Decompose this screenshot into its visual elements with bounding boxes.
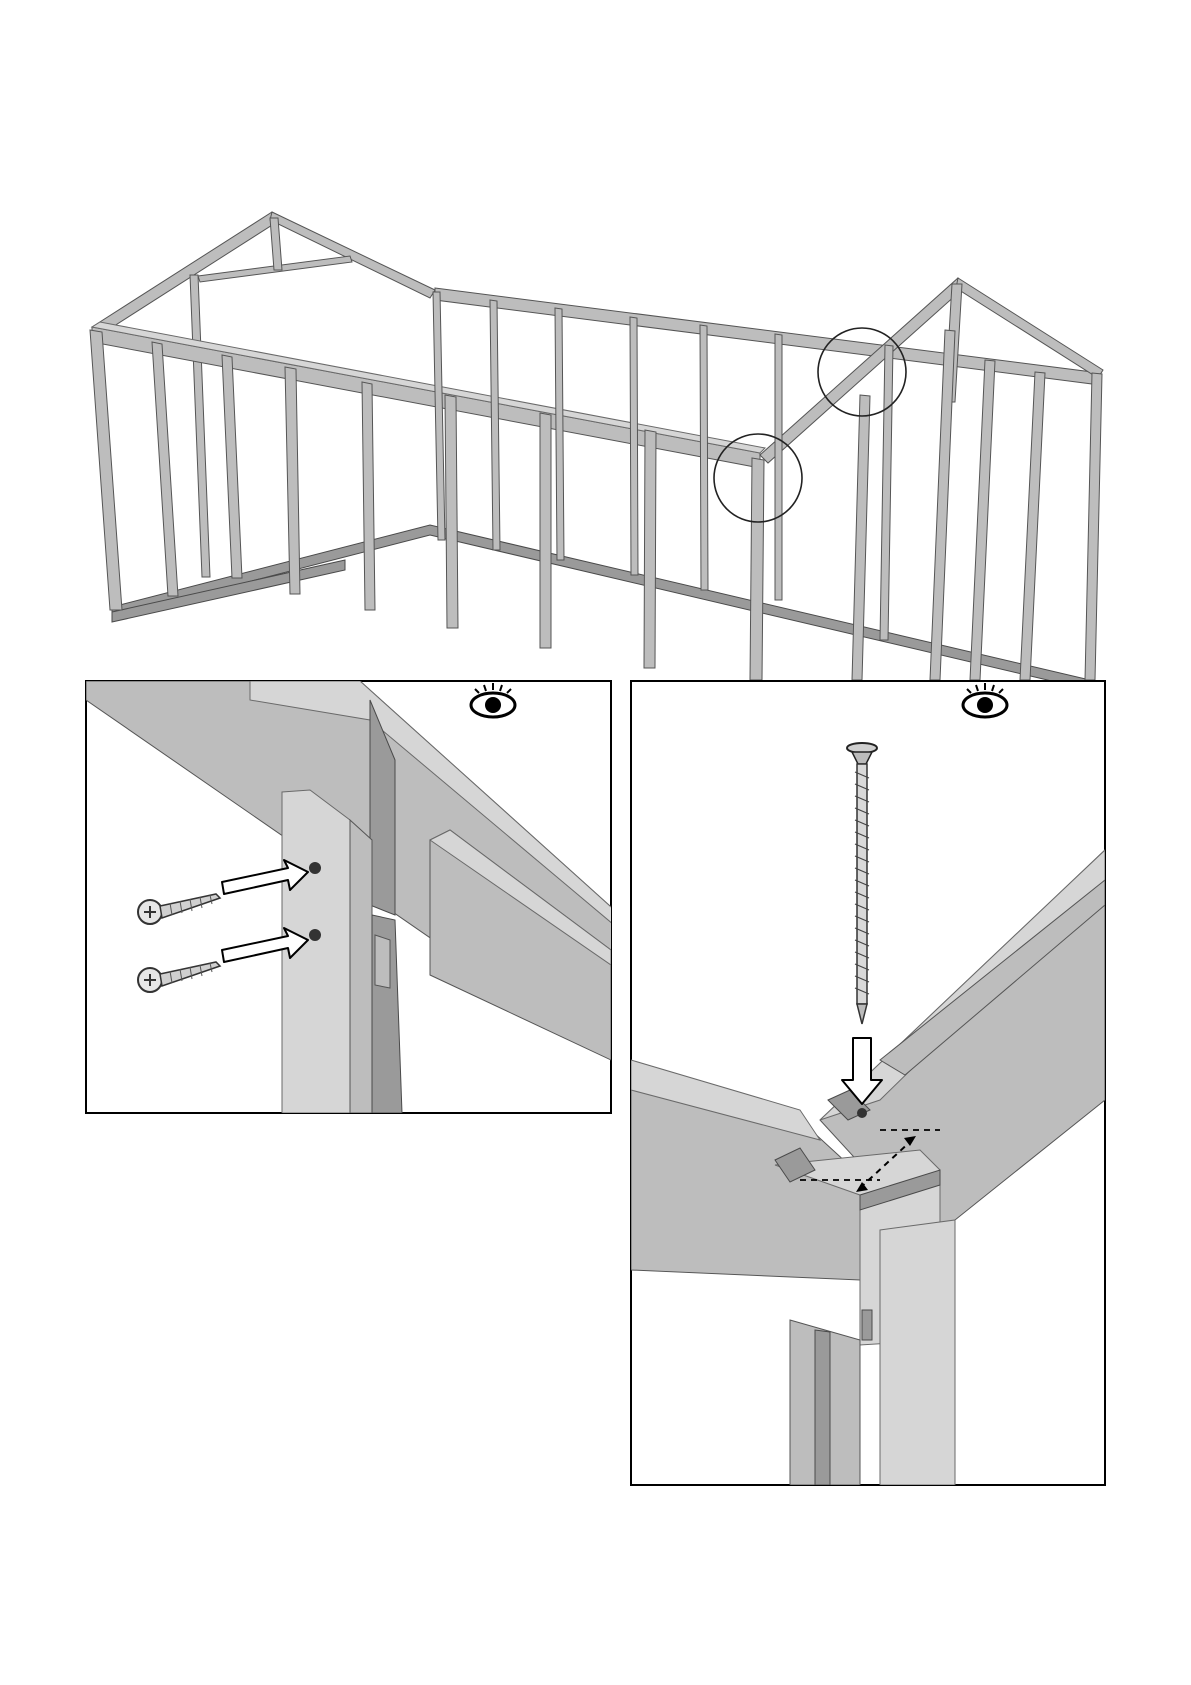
greenhouse-frame-overview bbox=[90, 212, 1103, 690]
front-eaves-rail bbox=[92, 322, 765, 468]
screw-hole bbox=[309, 862, 321, 874]
detail-panel-right bbox=[631, 681, 1105, 1485]
screw-hole bbox=[857, 1108, 867, 1118]
back-eaves-rail bbox=[435, 288, 1100, 385]
detail-panel-left bbox=[86, 681, 620, 1113]
screw-hole bbox=[309, 929, 321, 941]
